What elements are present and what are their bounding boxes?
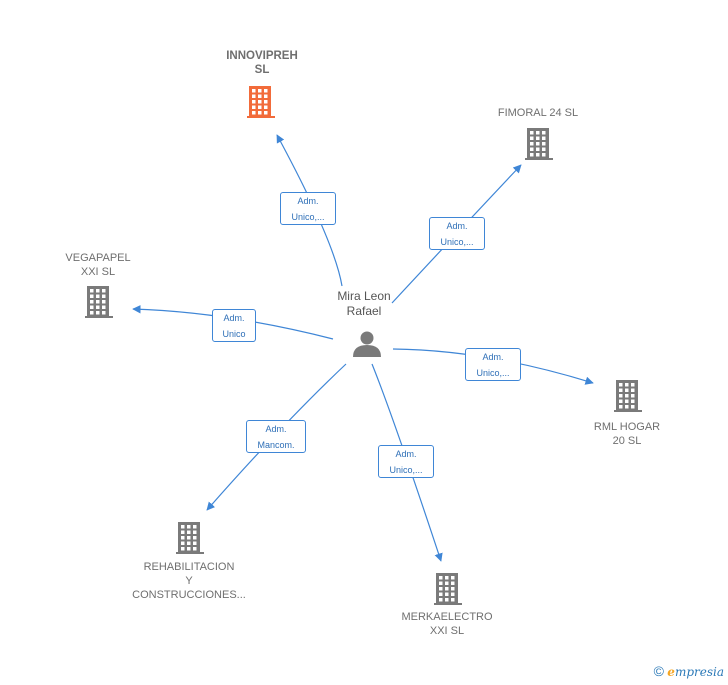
relation-label-fimoral[interactable]: Adm. Unico,... <box>429 217 485 250</box>
relation-label-vegapapel[interactable]: Adm. Unico <box>212 309 256 342</box>
company-name-innovipreh[interactable]: INNOVIPREH SL <box>226 50 298 76</box>
person-name[interactable]: Mira Leon Rafael <box>337 289 391 318</box>
relation-label-merkaelectro[interactable]: Adm. Unico,... <box>378 445 434 478</box>
building-icon <box>525 128 553 160</box>
building-icon <box>247 86 275 118</box>
relation-edge-merkaelectro <box>371 363 443 562</box>
brand-initial: e <box>667 665 675 679</box>
company-name-rml[interactable]: RML HOGAR 20 SL <box>593 421 661 447</box>
brand-name: mpresia <box>674 665 724 679</box>
building-icon <box>85 286 113 318</box>
relation-label-rml[interactable]: Adm. Unico,... <box>465 348 521 381</box>
relation-edge-innovipreh <box>276 134 343 287</box>
company-name-rehabilitacion[interactable]: REHABILITACION Y CONSTRUCCIONES... <box>132 561 246 601</box>
empresia-logo: © empresia <box>654 663 724 679</box>
building-icon <box>434 573 462 605</box>
building-icon <box>614 380 642 412</box>
company-name-merkaelectro[interactable]: MERKAELECTRO XXI SL <box>401 611 493 637</box>
person-icon <box>353 331 381 357</box>
relation-label-rehabilitacion[interactable]: Adm. Mancom. <box>246 420 306 453</box>
relation-label-innovipreh[interactable]: Adm. Unico,... <box>280 192 336 225</box>
building-icon <box>176 522 204 554</box>
company-name-vegapapel[interactable]: VEGAPAPEL XXI SL <box>65 252 131 278</box>
company-name-fimoral[interactable]: FIMORAL 24 SL <box>497 107 579 119</box>
copyright-symbol: © <box>653 663 664 679</box>
